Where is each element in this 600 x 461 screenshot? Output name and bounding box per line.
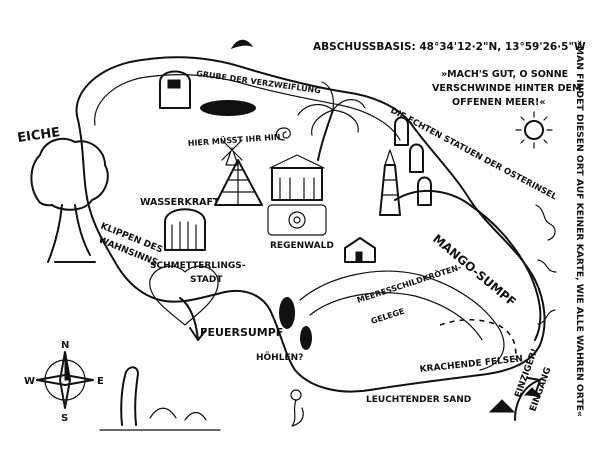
beach-ring-inner [309, 292, 483, 341]
statue-icons [394, 116, 432, 206]
label-krachende-felsen: KRACHENDE FELSEN [419, 354, 523, 375]
quote-line-3: OFFENEN MEER!« [452, 97, 545, 108]
quote-line-1: »MACH'S GUT, O SONNE [441, 69, 568, 80]
arrow-icon [179, 297, 207, 341]
arrow-icon [514, 377, 541, 421]
compass-e: E [97, 376, 104, 387]
feuersumpf-shape [149, 265, 219, 326]
coordinates-label: ABSCHUSSBASIS: 48°34'12·2"N, 13°59'26·5"… [313, 41, 586, 53]
waterworks-icon [164, 208, 206, 251]
label-schildkroeten-1: MEERESSCHILDKRÖTEN- [356, 262, 463, 305]
mermaid-icon [290, 389, 304, 427]
sea-wave [537, 309, 556, 325]
swirl-icon [275, 127, 291, 141]
side-note: »MAN FINDET DIESEN ORT AUF KEINER KARTE,… [574, 40, 585, 417]
label-schmetterling-2: STADT [190, 275, 223, 285]
oak-tree-icon [30, 137, 109, 263]
east-lobe [394, 189, 542, 341]
label-wasserkraft: WASSERKRAFT [140, 197, 220, 208]
quote-line-2: VERSCHWINDE HINTER DEM [432, 83, 581, 94]
house-icon [344, 237, 376, 263]
label-gruft: GRUBE DER VERZWEIFLUNG [196, 69, 322, 95]
gravestone-icon [159, 70, 191, 109]
label-regenwald: REGENWALD [270, 241, 334, 251]
garden-maze-icon [267, 204, 327, 236]
sea-serpent-icon [99, 366, 221, 431]
palm-tree-icon [297, 81, 366, 161]
rock-icon [488, 399, 516, 413]
compass-w: W [24, 376, 35, 387]
beach-ring [299, 270, 505, 371]
compass-s: S [61, 413, 68, 424]
tower-icon [379, 149, 401, 216]
windmill-icon [221, 139, 243, 166]
temple-icon [269, 154, 325, 201]
inner-coast [94, 74, 401, 141]
route-path [439, 318, 517, 361]
cave-icon [300, 326, 312, 350]
compass-n: N [61, 340, 69, 351]
sea-wave [535, 204, 556, 241]
sun-icon [515, 111, 553, 149]
bird-icon [230, 39, 254, 49]
island-outline [75, 56, 546, 393]
label-schmetterling-1: SCHMETTERLINGS- [150, 261, 246, 271]
cave-icon [279, 297, 295, 329]
sea-wave [537, 259, 557, 273]
label-hoehlen: HÖHLEN? [256, 352, 303, 363]
label-eiche: EICHE [16, 125, 61, 146]
pit-icon [200, 100, 256, 116]
label-feuersumpf: FEUERSUMPF [200, 326, 283, 339]
compass-rose [36, 351, 94, 409]
label-schildkroeten-2: GELEGE [370, 307, 406, 326]
label-leuchtender-sand: LEUCHTENDER SAND [366, 395, 471, 405]
label-hier-muesst-ihr-hin: HIER MÜSST IHR HIN [187, 132, 280, 148]
pyramid-icon [214, 159, 263, 206]
